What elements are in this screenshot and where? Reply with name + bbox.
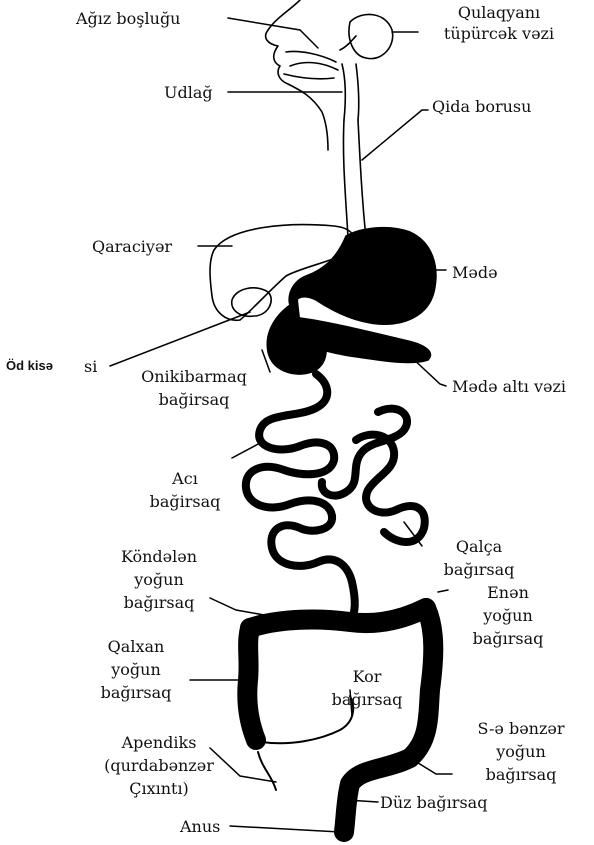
label-se-2: yoğun xyxy=(456,741,586,762)
label-enen-3: bağırsaq xyxy=(448,628,568,649)
appendix xyxy=(258,752,276,790)
label-qida: Qida borusu xyxy=(432,96,531,117)
label-kondelen-1: Köndələn xyxy=(94,546,224,567)
leader-od-kise xyxy=(110,312,250,366)
label-se-3: bağırsaq xyxy=(456,764,586,785)
label-se-1: S-ə bənzər xyxy=(456,718,586,739)
esophagus-left xyxy=(343,120,348,238)
head-outline xyxy=(266,0,328,150)
label-qalca-2: bağırsaq xyxy=(424,559,534,580)
transverse-colon xyxy=(250,608,426,628)
label-anus: Anus xyxy=(180,816,220,837)
leader-aci xyxy=(232,442,262,458)
label-qalxan-1: Qalxan xyxy=(76,636,196,657)
label-qaraciyer: Qaraciyər xyxy=(92,236,172,257)
label-onikibarmaq-1: Onikibarmaq xyxy=(104,366,284,387)
label-onikibarmaq-2: bağirsaq xyxy=(104,389,284,410)
label-aci-2: bağirsaq xyxy=(130,491,240,512)
label-aci-1: Acı xyxy=(130,468,240,489)
ascending-colon xyxy=(247,628,256,740)
duodenum xyxy=(267,300,326,374)
pharynx xyxy=(342,64,359,120)
label-kondelen-3: bağırsaq xyxy=(94,592,224,613)
esophagus-right xyxy=(358,120,366,238)
label-qalca-1: Qalça xyxy=(424,536,534,557)
label-apendiks-2: (qurdabənzər xyxy=(84,755,234,776)
leader-agiz xyxy=(228,18,318,48)
stomach xyxy=(289,228,436,325)
label-kondelen-2: yoğun xyxy=(94,569,224,590)
label-enen-2: yoğun xyxy=(448,605,568,626)
label-od-kise-2: si xyxy=(84,356,97,377)
label-mede-alti: Mədə altı vəzi xyxy=(452,376,566,397)
leader-qida xyxy=(362,110,428,160)
small-intestine-2 xyxy=(271,516,354,624)
leader-enen xyxy=(438,590,448,592)
label-qulaqyani-2: tüpürcək vəzi xyxy=(422,23,576,44)
label-kor-1: Kor xyxy=(312,666,422,687)
label-apendiks-1: Apendiks xyxy=(84,732,234,753)
label-duz: Düz bağırsaq xyxy=(380,792,487,813)
tongue xyxy=(290,63,338,70)
label-mede: Mədə xyxy=(452,262,498,283)
leader-anus xyxy=(230,826,340,832)
label-qalxan-3: bağırsaq xyxy=(76,682,196,703)
label-kor-2: bağırsaq xyxy=(312,689,422,710)
label-enen-1: Enən xyxy=(448,582,568,603)
label-od-kise-1: Öd kisə xyxy=(6,355,53,376)
rectum xyxy=(344,784,350,832)
label-apendiks-3: Çıxıntı) xyxy=(84,778,234,799)
label-agiz: Ağız boşluğu xyxy=(76,8,180,29)
label-udlag: Udlağ xyxy=(164,82,213,103)
gallbladder xyxy=(232,288,271,316)
label-qulaqyani-1: Qulaqyanı xyxy=(422,2,576,23)
label-qalxan-2: yoğun xyxy=(76,659,196,680)
